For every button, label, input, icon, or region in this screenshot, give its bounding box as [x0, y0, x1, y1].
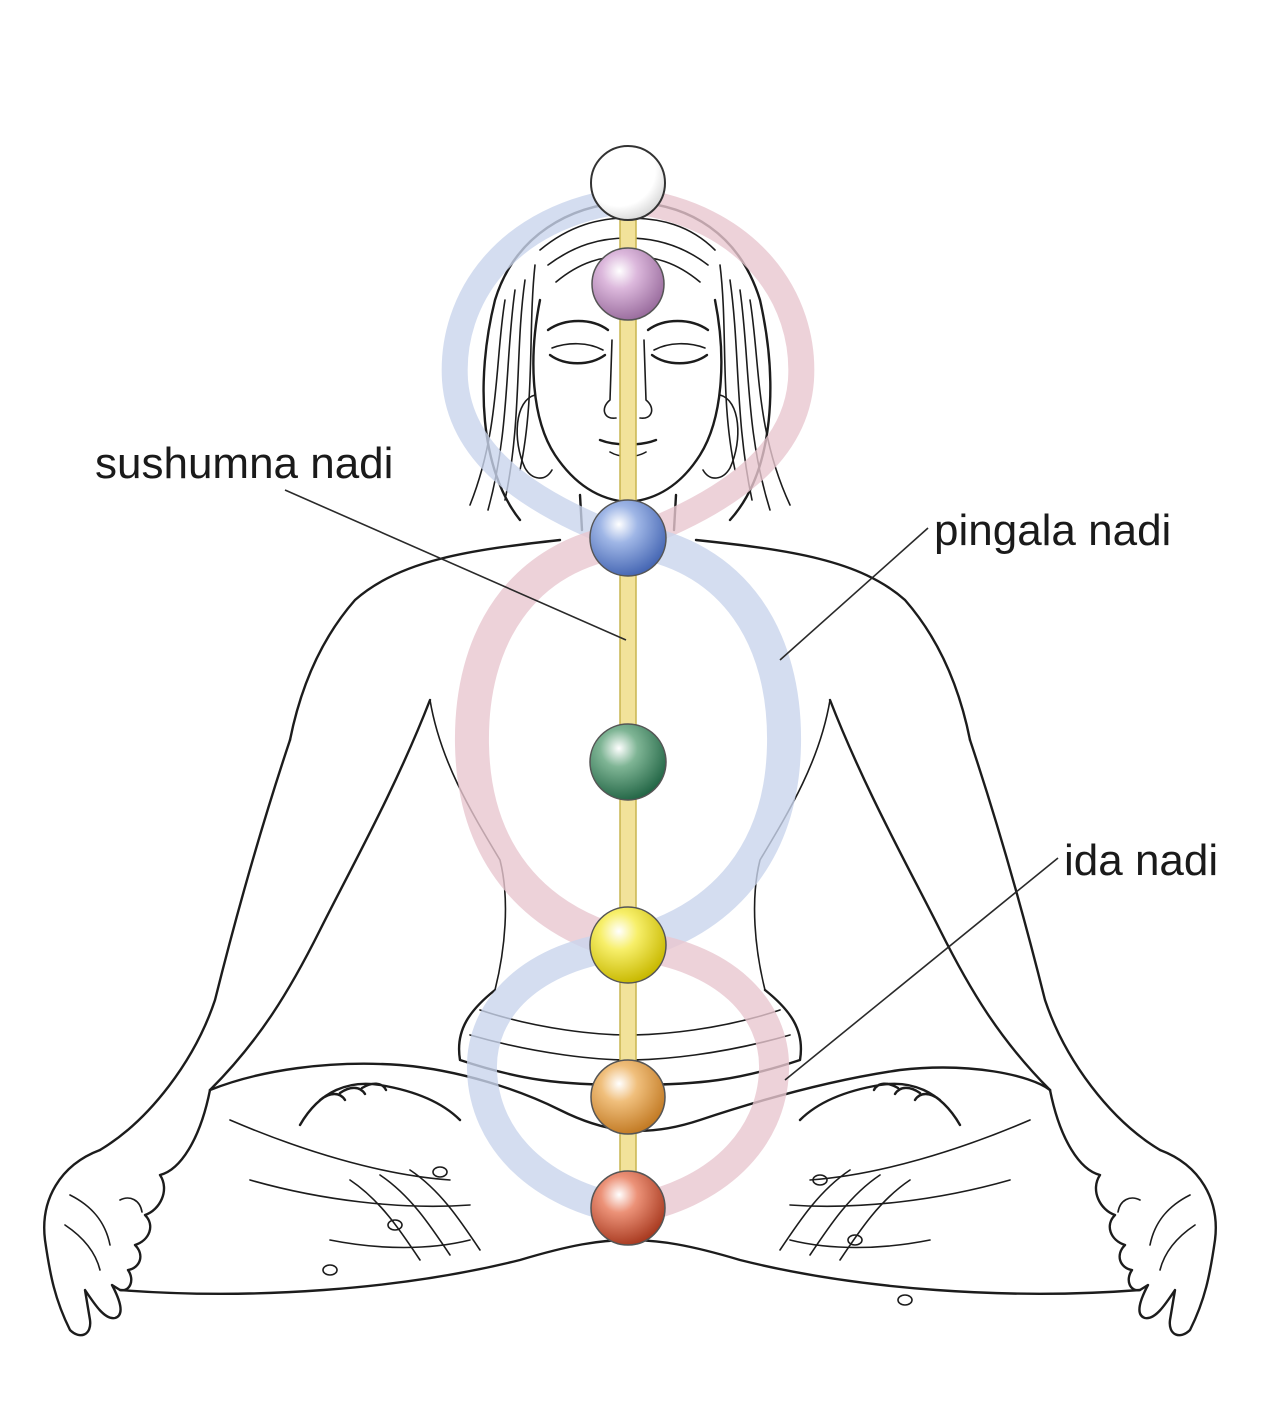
arm-left-inner: [208, 698, 432, 1092]
torso-left-side: [288, 538, 562, 742]
eye-left: [548, 353, 607, 365]
sacral-chakra: [590, 1059, 666, 1135]
eye-left-lid: [551, 342, 604, 351]
dhoti-pattern-right: [779, 1169, 911, 1261]
dhoti-dot: [432, 1166, 448, 1178]
pingala-nadi-label: pingala nadi: [934, 506, 1171, 555]
sushumna-nadi-channel: [619, 199, 637, 1211]
crown-chakra: [590, 145, 666, 221]
dhoti-dot: [812, 1174, 828, 1186]
arm-right-inner: [828, 698, 1052, 1092]
hand-left: [43, 1088, 212, 1337]
arm-right-outer: [968, 738, 1162, 1152]
hair-strands-left: [469, 264, 536, 511]
dhoti-dot: [387, 1219, 403, 1231]
eye-right-lid: [653, 342, 706, 351]
ida-nadi-torso: [611, 523, 802, 962]
third-eye-chakra: [591, 247, 665, 321]
ear-right: [702, 394, 739, 479]
ida-leader-line: [784, 857, 1059, 1081]
foot-right: [798, 1082, 962, 1127]
sushumna-nadi-label: sushumna nadi: [95, 439, 393, 488]
pingala-leader-line: [779, 527, 929, 661]
hand-right: [1048, 1088, 1217, 1337]
hair-strands-right: [719, 264, 791, 511]
root-chakra: [590, 1170, 666, 1246]
eye-right: [650, 353, 709, 365]
dhoti-pattern-left: [349, 1169, 481, 1261]
meditating-figure: [43, 200, 1217, 1337]
dhoti-dot: [897, 1294, 913, 1306]
leg-fold-right: [789, 1119, 1031, 1249]
ear-left: [516, 394, 553, 479]
leg-fold-left: [229, 1119, 471, 1249]
foot-left: [298, 1082, 462, 1127]
dhoti-dot: [847, 1234, 863, 1246]
ida-nadi-lower: [466, 930, 643, 1225]
torso-right-side: [694, 538, 972, 742]
nose: [603, 339, 653, 419]
leg-lower-edge: [118, 1238, 1142, 1295]
dhoti-dot: [322, 1264, 338, 1276]
brow-left: [546, 319, 610, 332]
pingala-nadi-lower: [613, 930, 790, 1225]
throat-chakra: [589, 499, 667, 577]
arm-left-outer: [98, 738, 292, 1152]
hand-left-fingers: [64, 1194, 143, 1271]
pingala-nadi-head: [615, 187, 815, 553]
annotations: sushumna nadi pingala nadi ida nadi: [95, 439, 1218, 1081]
pingala-nadi-torso: [454, 523, 645, 962]
ida-nadi-label: ida nadi: [1064, 836, 1218, 885]
ida-nadi-head: [441, 187, 641, 553]
hand-right-fingers: [1117, 1194, 1196, 1271]
solar-plexus-chakra: [589, 906, 667, 984]
heart-chakra: [589, 723, 667, 801]
nadi-channels: [441, 187, 815, 1225]
chakras: [589, 145, 667, 1246]
sushumna-leader-line: [284, 489, 627, 641]
brow-right: [646, 319, 710, 332]
